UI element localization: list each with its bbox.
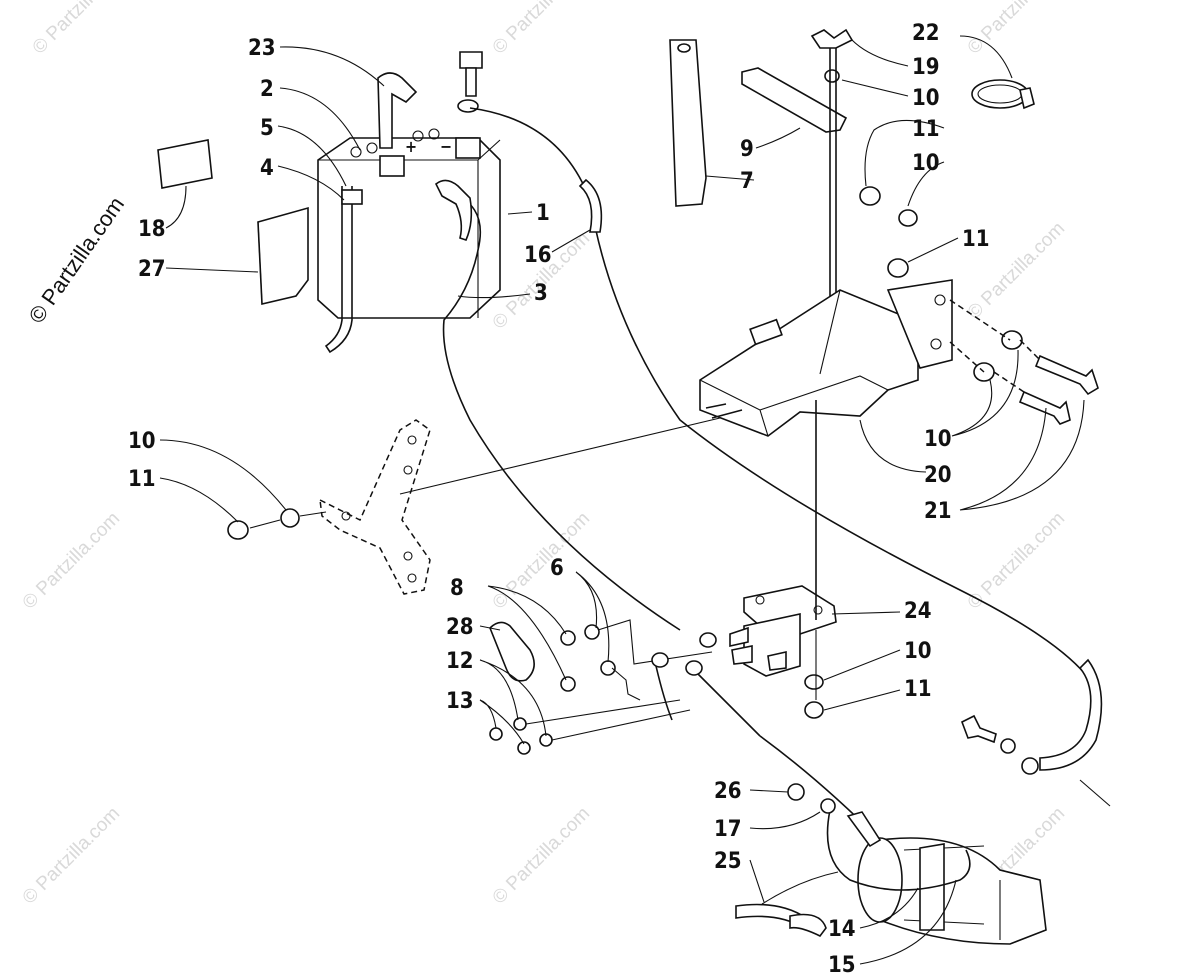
- callout-12: 12: [446, 649, 474, 674]
- callout-6: 6: [550, 556, 564, 581]
- starter-motor: [857, 837, 1047, 945]
- leader-lines: [159, 35, 1085, 965]
- callout-20: 20: [924, 463, 952, 488]
- callout-11: 11: [912, 117, 940, 142]
- starter-solenoid: [729, 585, 837, 677]
- hold-down-strap: [669, 39, 707, 207]
- callout-25: 25: [714, 849, 742, 874]
- watermark: © Partzilla.com: [29, 0, 134, 59]
- callout-16: 16: [524, 243, 552, 268]
- callout-2: 2: [260, 77, 274, 102]
- svg-text:+: +: [405, 137, 417, 156]
- battery-pad: [257, 206, 309, 305]
- callout-9: 9: [740, 137, 754, 162]
- watermark: © Partzilla.com: [19, 508, 124, 613]
- callout-10: 10: [128, 429, 156, 454]
- callout-21: 21: [924, 499, 952, 524]
- watermark: © Partzilla.com: [489, 803, 594, 908]
- positive-cable: [469, 107, 1091, 681]
- watermark: © Partzilla.com: [489, 0, 594, 59]
- callout-labels: 23 2 5 4 1 16 3 18 27 22 19 10 9 7 11 10…: [128, 21, 990, 977]
- hose-clamp: [971, 79, 1035, 110]
- bolt: [960, 714, 997, 744]
- callout-15: 15: [828, 953, 856, 977]
- callout-26: 26: [714, 779, 742, 804]
- battery: + −: [317, 128, 501, 319]
- negative-cable: [439, 189, 681, 631]
- callout-11: 11: [128, 467, 156, 492]
- callout-11: 11: [904, 677, 932, 702]
- callout-3: 3: [534, 281, 548, 306]
- callout-5: 5: [260, 116, 274, 141]
- washer: [280, 508, 300, 528]
- callout-10: 10: [904, 639, 932, 664]
- watermark: © Partzilla.com: [19, 803, 124, 908]
- cable-boot: [1039, 658, 1103, 771]
- mounting-bracket: [319, 419, 431, 595]
- callout-11: 11: [962, 227, 990, 252]
- nut: [227, 520, 249, 540]
- terminal-bolt: [457, 51, 483, 113]
- callout-18: 18: [138, 217, 166, 242]
- callout-22: 22: [912, 21, 940, 46]
- callout-10: 10: [912, 151, 940, 176]
- wing-nut: [810, 28, 854, 49]
- terminal-boot: [489, 621, 535, 682]
- callout-8: 8: [450, 576, 464, 601]
- watermark: © Partzilla.com: [964, 508, 1069, 613]
- callout-7: 7: [740, 169, 754, 194]
- watermark: © Partzilla.com: [489, 508, 594, 613]
- callout-10: 10: [912, 86, 940, 111]
- ground-lead: [826, 809, 971, 891]
- callout-27: 27: [138, 257, 166, 282]
- callout-14: 14: [828, 917, 856, 942]
- callout-1: 1: [536, 201, 550, 226]
- battery-tray: [699, 279, 953, 437]
- callout-13: 13: [446, 689, 474, 714]
- vent-tube: [324, 186, 353, 354]
- callout-4: 4: [260, 156, 274, 181]
- callout-17: 17: [714, 817, 742, 842]
- hold-down-bracket: [741, 67, 848, 133]
- callout-24: 24: [904, 599, 932, 624]
- callout-10: 10: [924, 427, 952, 452]
- terminal-cap: [377, 72, 418, 149]
- svg-text:−: −: [440, 137, 452, 156]
- watermark-main: © Partzilla.com: [24, 192, 130, 328]
- callout-28: 28: [446, 615, 474, 640]
- callout-23: 23: [248, 36, 276, 61]
- bolt: [1018, 390, 1071, 425]
- callout-19: 19: [912, 55, 940, 80]
- boot: [846, 811, 882, 848]
- spring: [789, 913, 827, 938]
- warning-label: [157, 139, 213, 189]
- watermark: © Partzilla.com: [964, 0, 1069, 59]
- bolt: [1034, 354, 1099, 396]
